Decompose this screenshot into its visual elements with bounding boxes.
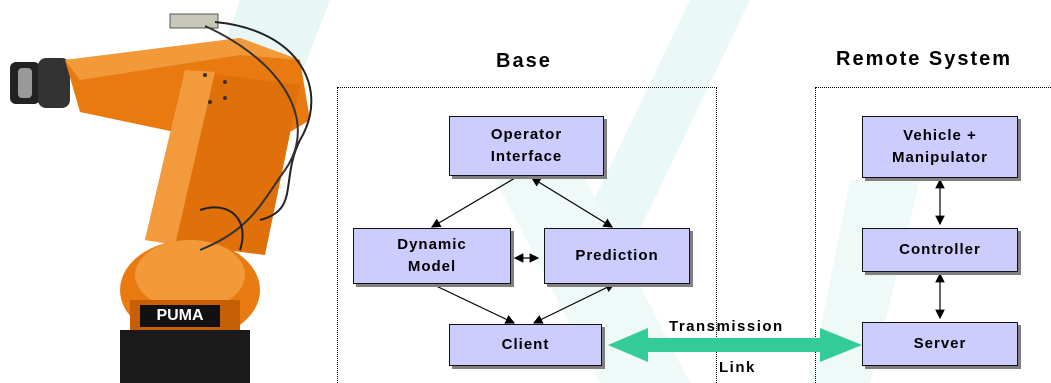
arrow-operator-prediction [530, 177, 614, 228]
server-box: Server [862, 322, 1018, 366]
dynamic-model-box: Dynamic Model [353, 228, 511, 284]
arrow-operator-to-dynamic [430, 177, 516, 228]
base-region [337, 87, 717, 383]
client-box: Client [449, 324, 602, 366]
transmission-label: Transmission [669, 318, 784, 335]
link-label: Link [719, 359, 756, 376]
background-stroke [570, 0, 750, 250]
robot-label: PUMA [140, 305, 220, 327]
base-heading: Base [496, 50, 552, 72]
arrow-prediction-client [532, 283, 616, 324]
arrow-dynamic-to-client [431, 283, 516, 324]
transmission-link-arrow [608, 328, 862, 362]
controller-box: Controller [862, 228, 1018, 272]
remote-region [815, 87, 1051, 383]
remote-system-heading: Remote System [836, 48, 1013, 70]
operator-interface-box: Operator Interface [449, 116, 604, 176]
prediction-box: Prediction [544, 228, 690, 284]
vehicle-manipulator-box: Vehicle + Manipulator [862, 116, 1018, 178]
